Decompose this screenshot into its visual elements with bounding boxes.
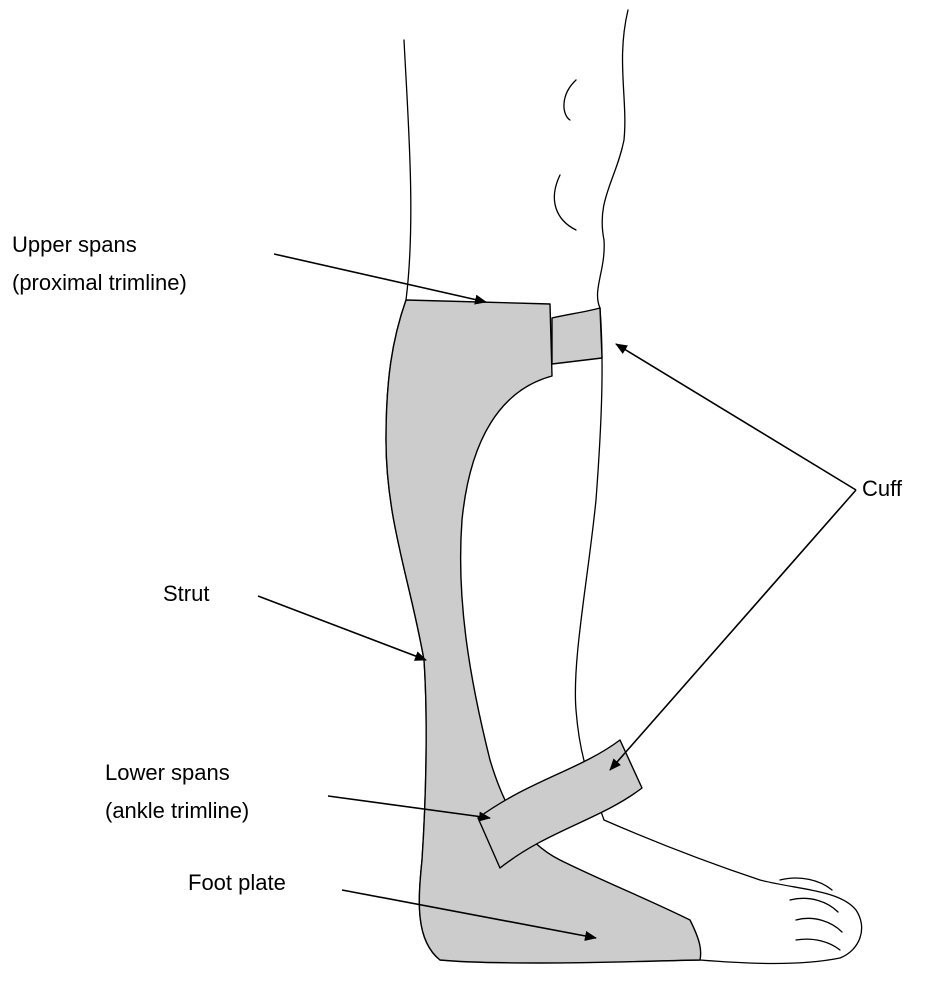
cuff-arrow-upper bbox=[616, 344, 856, 490]
upper-spans-sublabel: (proximal trimline) bbox=[12, 270, 187, 295]
strut-arrow bbox=[258, 596, 426, 660]
brace-shell bbox=[386, 300, 701, 963]
brace bbox=[386, 300, 701, 963]
toe-2 bbox=[790, 898, 838, 912]
lower-spans-sublabel: (ankle trimline) bbox=[105, 798, 249, 823]
upper-spans-label: Upper spans bbox=[12, 232, 137, 257]
cuff-label: Cuff bbox=[862, 476, 903, 501]
toe-3 bbox=[796, 918, 842, 932]
knee-crease bbox=[564, 80, 576, 120]
lower-spans-label: Lower spans bbox=[105, 760, 230, 785]
strut-label: Strut bbox=[163, 581, 209, 606]
toe-1 bbox=[780, 878, 832, 890]
toe-4 bbox=[796, 939, 840, 950]
upper-cuff bbox=[552, 308, 602, 364]
foot-plate-label: Foot plate bbox=[188, 870, 286, 895]
ankle-cuff bbox=[478, 740, 642, 868]
knee-contour bbox=[598, 10, 628, 308]
knee-crease-lower bbox=[554, 175, 576, 230]
upper-spans-arrow bbox=[274, 254, 486, 302]
cuff-arrow-lower bbox=[610, 490, 856, 770]
